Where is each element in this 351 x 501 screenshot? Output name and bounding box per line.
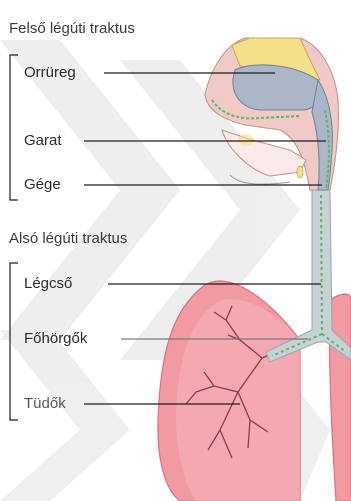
label-gege: Gége bbox=[24, 176, 61, 193]
label-tudok: Tüdők bbox=[24, 395, 66, 412]
label-legcso: Légcső bbox=[24, 275, 72, 292]
upper-tract-title: Felső légúti traktus bbox=[9, 20, 135, 37]
label-fohorgok: Főhörgők bbox=[24, 330, 87, 347]
label-orrureg: Orrüreg bbox=[24, 64, 76, 81]
lower-tract-title: Alsó légúti traktus bbox=[9, 230, 127, 247]
label-garat: Garat bbox=[24, 132, 62, 149]
upper-bracket bbox=[10, 55, 18, 200]
